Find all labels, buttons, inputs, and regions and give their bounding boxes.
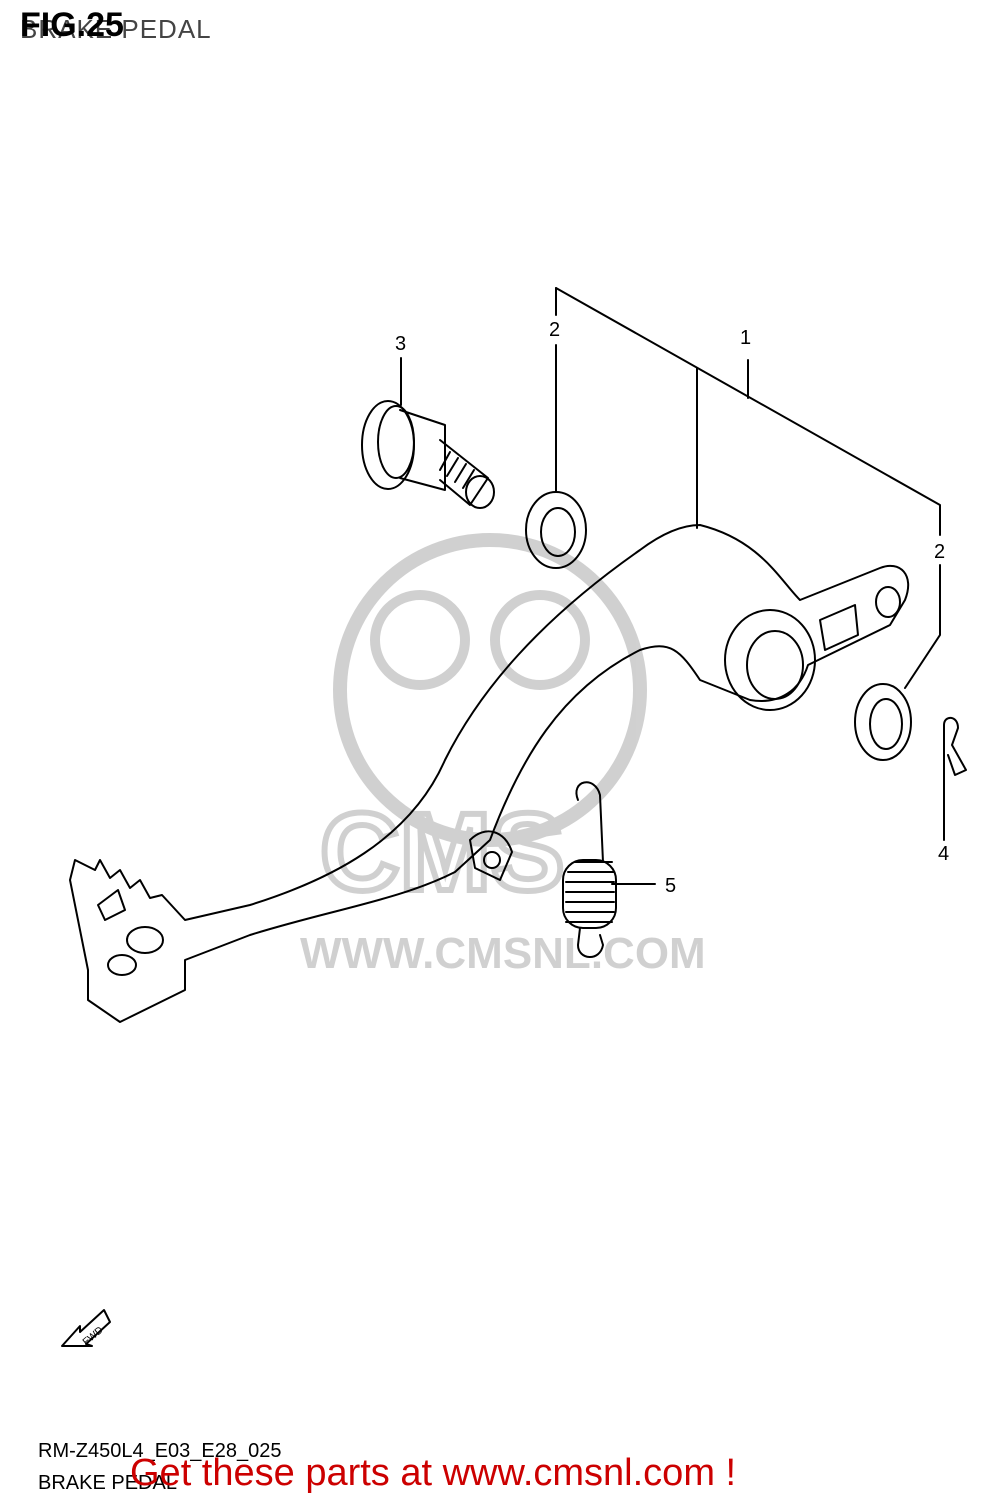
- diagram-code: RM-Z450L4_E03_E28_025: [38, 1440, 282, 1462]
- fwd-arrow-icon: [61, 1309, 111, 1347]
- return-spring: [562, 781, 617, 958]
- watermark: CMS WWW.CMSNL.COM: [300, 533, 706, 978]
- callout-5: 5: [665, 875, 676, 897]
- callout-2-top: 2: [549, 319, 560, 341]
- callout-1: 1: [740, 327, 751, 349]
- callout-3: 3: [395, 333, 406, 355]
- page-subtitle: BRAKE PEDAL: [20, 14, 212, 44]
- watermark-big-text: CMS: [320, 791, 564, 914]
- washer-right: [854, 683, 912, 761]
- cotter-pin: [943, 716, 967, 776]
- washer-top: [525, 491, 587, 569]
- callout-4: 4: [938, 843, 949, 865]
- callout-2-right: 2: [934, 541, 945, 563]
- figure-number: FIG.25: [20, 6, 124, 44]
- pivot-bolt: [361, 400, 495, 509]
- footer-title: BRAKE PEDAL: [38, 1472, 177, 1494]
- promo-link[interactable]: Get these parts at www.cmsnl.com !: [130, 1452, 737, 1494]
- brake-pedal: [69, 524, 910, 1023]
- item-1-leader: [400, 287, 945, 885]
- watermark-url-text: WWW.CMSNL.COM: [300, 929, 706, 978]
